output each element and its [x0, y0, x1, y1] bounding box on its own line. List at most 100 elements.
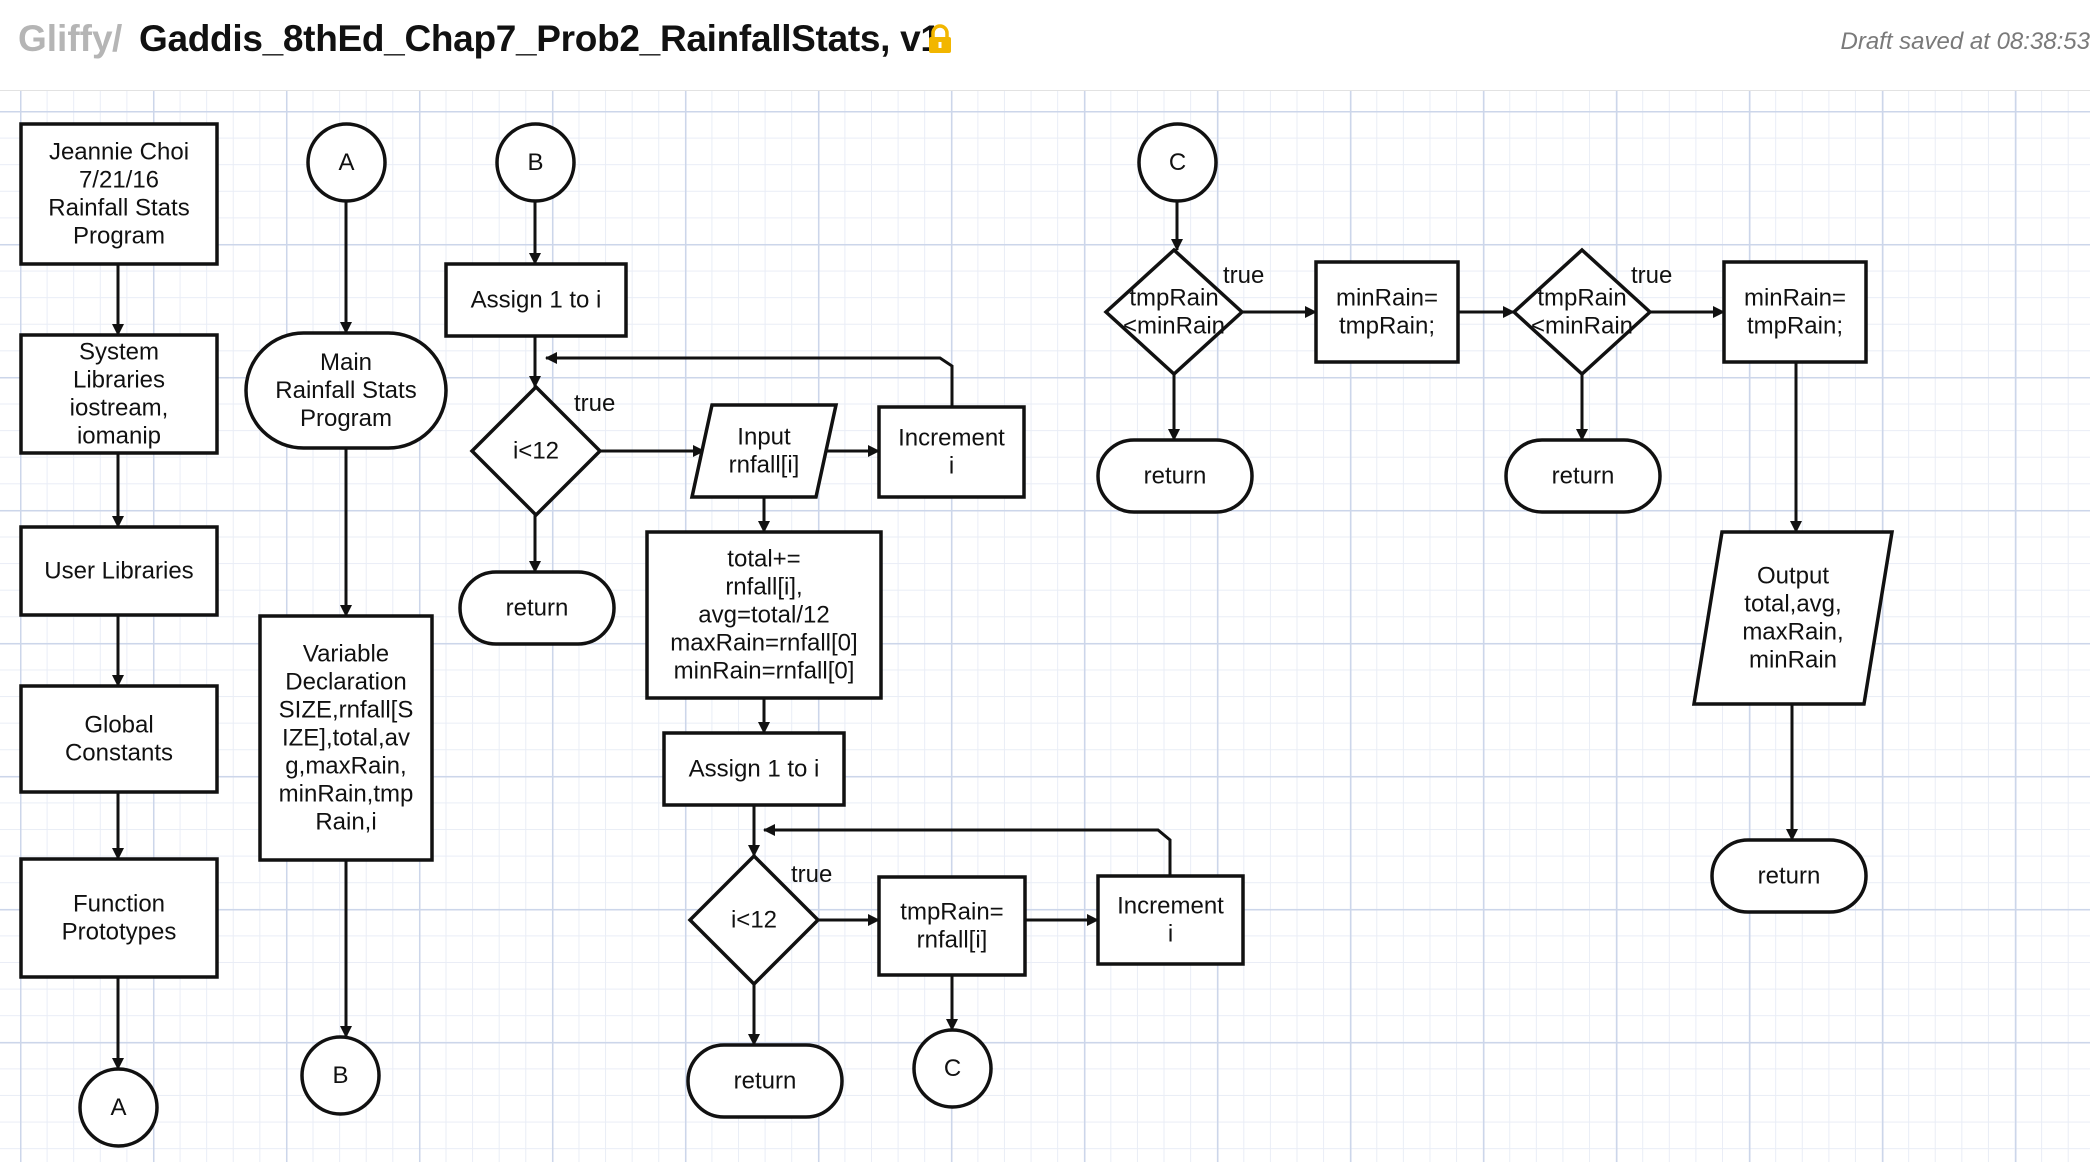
min-assign-2-text: minRain= [1744, 285, 1846, 312]
min-assign-1-text: minRain= [1336, 285, 1438, 312]
totals-calc-outline [645, 530, 883, 700]
function-prototypes-text: Function [73, 891, 165, 918]
totals-calc-rect[interactable]: total+=rnfall[i],avg=total/12maxRain=rnf… [645, 530, 883, 700]
return-2-outline [686, 1043, 844, 1119]
totals-calc-text: maxRain=rnfall[0] [670, 630, 857, 657]
loop-cond-1-diamond[interactable]: i<12 [469, 384, 603, 518]
return-4-text: return [1552, 463, 1615, 490]
breadcrumb-separator: / [112, 18, 123, 59]
app-logo[interactable]: Gliffy [18, 18, 113, 59]
input-rnfall-outline [689, 403, 839, 499]
global-constants-text: Global [84, 712, 153, 739]
assign-i-2-rect[interactable]: Assign 1 to i [662, 731, 846, 807]
return-2-terminal[interactable]: return [686, 1043, 844, 1119]
output-results-text: maxRain, [1742, 619, 1843, 646]
lock-icon[interactable] [927, 24, 953, 59]
loop-cond-1-text: i<12 [513, 438, 559, 465]
flow-arrow[interactable] [545, 352, 954, 407]
header-note-text: Rainfall Stats [48, 195, 189, 222]
connector-c-out-circle[interactable]: C [912, 1028, 993, 1109]
edge-label-true-loop-2: true [791, 861, 832, 888]
increment-1-outline [877, 405, 1026, 499]
min-cond-1-diamond[interactable]: tmpRain<minRain [1103, 247, 1245, 377]
connector-c-in-text: C [1169, 149, 1186, 176]
return-2-text: return [734, 1068, 797, 1095]
loop-cond-2-diamond[interactable]: i<12 [687, 853, 821, 987]
variable-declaration-rect[interactable]: VariableDeclarationSIZE,rnfall[SIZE],tot… [258, 614, 434, 862]
assign-i-1-rect[interactable]: Assign 1 to i [444, 262, 628, 338]
connector-a-in-text: A [338, 149, 354, 176]
assign-i-1-outline [444, 262, 628, 338]
flow-connectors [112, 201, 1802, 1070]
connector-b-in-circle[interactable]: B [495, 122, 576, 203]
edge-label-true-min-2: true [1631, 262, 1672, 289]
assign-i-2-text: Assign 1 to i [689, 756, 820, 783]
min-assign-1-rect[interactable]: minRain=tmpRain; [1314, 260, 1460, 364]
output-results-text: total,avg, [1744, 591, 1841, 618]
main-terminal-text: Rainfall Stats [275, 377, 416, 404]
output-results-outline [1691, 530, 1895, 706]
tmprain-assign-rect[interactable]: tmpRain=rnfall[i] [877, 875, 1027, 977]
user-libraries-outline [19, 525, 219, 617]
variable-declaration-outline [258, 614, 434, 862]
system-libraries-text: System [79, 339, 159, 366]
increment-1-text: Increment [898, 425, 1005, 452]
min-cond-2-diamond[interactable]: tmpRain<minRain [1511, 247, 1653, 377]
flow-arrow[interactable] [763, 824, 1172, 876]
system-libraries-outline [19, 333, 219, 455]
tmprain-assign-text: rnfall[i] [917, 927, 988, 954]
return-5-terminal[interactable]: return [1710, 838, 1868, 914]
connector-c-in-circle[interactable]: C [1137, 122, 1218, 203]
connector-b-out-circle[interactable]: B [300, 1035, 381, 1116]
output-results-text: minRain [1749, 647, 1837, 674]
main-terminal-text: Program [300, 405, 392, 432]
main-terminal-text: Main [320, 349, 372, 376]
document-title[interactable]: Gaddis_8thEd_Chap7_Prob2_RainfallStats, … [139, 18, 941, 59]
header-note-text: Program [73, 223, 165, 250]
system-libraries-text: iomanip [77, 423, 161, 450]
assign-i-2-outline [662, 731, 846, 807]
connector-a-out-outline [78, 1067, 159, 1148]
system-libraries-text: iostream, [70, 395, 169, 422]
return-3-terminal[interactable]: return [1096, 438, 1254, 514]
user-libraries-text: User Libraries [44, 558, 193, 585]
return-3-outline [1096, 438, 1254, 514]
return-1-terminal[interactable]: return [458, 570, 616, 646]
input-rnfall-text: Input [737, 424, 791, 451]
global-constants-outline [19, 684, 219, 794]
connector-a-in-circle[interactable]: A [306, 122, 387, 203]
tmprain-assign-outline [877, 875, 1027, 977]
return-4-terminal[interactable]: return [1504, 438, 1662, 514]
connector-a-out-circle[interactable]: A [78, 1067, 159, 1148]
increment-2-outline [1096, 874, 1245, 966]
loop-cond-2-text: i<12 [731, 907, 777, 934]
variable-declaration-text: SIZE,rnfall[S [279, 697, 414, 724]
input-rnfall-text: rnfall[i] [729, 452, 800, 479]
min-assign-2-outline [1722, 260, 1868, 364]
variable-declaration-text: IZE],total,av [282, 725, 410, 752]
user-libraries-rect[interactable]: User Libraries [19, 525, 219, 617]
min-cond-1-text: tmpRain [1129, 285, 1218, 312]
output-results-text: Output [1757, 563, 1829, 590]
function-prototypes-outline [19, 857, 219, 979]
totals-calc-text: rnfall[i], [725, 574, 802, 601]
connector-a-in-outline [306, 122, 387, 203]
min-assign-2-rect[interactable]: minRain=tmpRain; [1722, 260, 1868, 364]
min-cond-2-outline [1511, 247, 1653, 377]
return-5-outline [1710, 838, 1868, 914]
min-cond-2-text: tmpRain [1537, 285, 1626, 312]
loop-cond-2-outline [687, 853, 821, 987]
assign-i-1-text: Assign 1 to i [471, 287, 602, 314]
totals-calc-text: minRain=rnfall[0] [674, 658, 855, 685]
